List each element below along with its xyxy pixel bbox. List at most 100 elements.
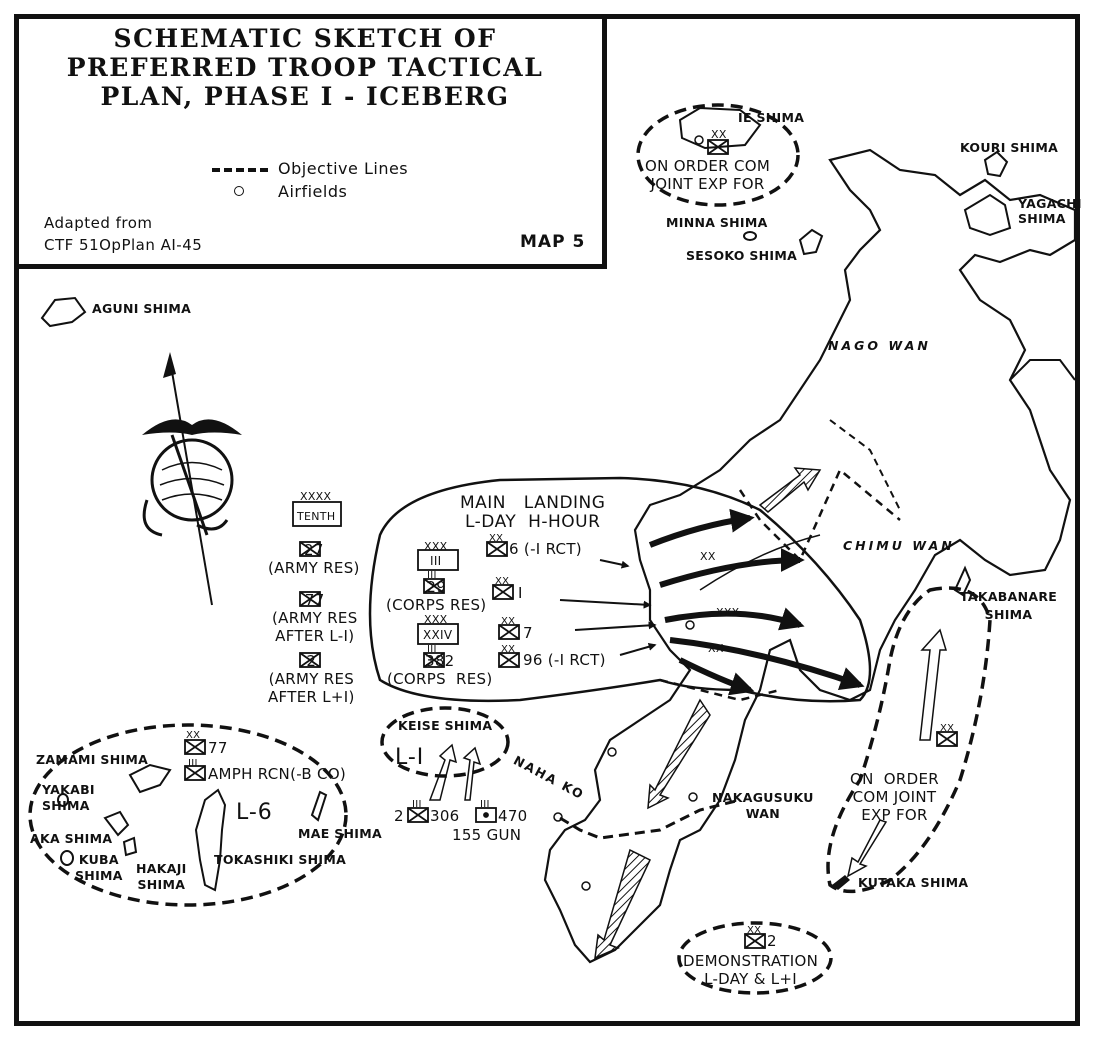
div77-label: 77 (ARMY RES AFTER L-I) xyxy=(272,591,358,645)
div382-label: 382 (CORPS RES) xyxy=(387,652,493,688)
map-number: MAP 5 xyxy=(520,232,586,252)
div6-label: 6 (-I RCT) xyxy=(509,540,582,558)
corps-xxiv-label: XXIV xyxy=(423,628,453,642)
naha-objective-line xyxy=(559,798,741,840)
label-yakabi-shima: YAKABI SHIMA xyxy=(42,782,95,813)
legend-airfield-icon xyxy=(234,186,244,196)
arrow-label-xx-north: XX xyxy=(700,550,716,563)
art-470-label: 470 xyxy=(498,807,528,825)
kouri-shima-island xyxy=(983,150,1009,178)
yakabi-shima-island xyxy=(57,793,69,807)
airfield xyxy=(553,812,563,822)
art-306-echelon: III xyxy=(412,799,422,810)
east-division-echelon: XX xyxy=(940,723,955,734)
sesoko-shima-island xyxy=(798,228,824,256)
landing-arrows xyxy=(559,508,865,696)
label-nakagusuku-wan: NAKAGUSUKU WAN xyxy=(712,790,814,821)
amph-rcn-label: AMPH RCN(-B CO) xyxy=(208,765,347,783)
north-advance-arrow xyxy=(758,467,822,513)
label-minna-shima: MINNA SHIMA xyxy=(666,215,768,230)
airfield xyxy=(581,881,591,891)
label-kutaka-shima: KUTAKA SHIMA xyxy=(858,875,969,890)
label-chimu-wan: CHIMU WAN xyxy=(843,538,955,553)
map-title: SCHEMATIC SKETCH OF PREFERRED TROOP TACT… xyxy=(66,24,544,111)
div1-echelon: XX xyxy=(495,576,510,587)
label-kouri-shima: KOURI SHIMA xyxy=(960,140,1059,155)
main-landing-objective-line xyxy=(368,476,872,703)
label-tokashiki-shima: TOKASHIKI SHIMA xyxy=(214,852,347,867)
demo-division-echelon: XX xyxy=(747,925,762,936)
usmc-emblem xyxy=(142,419,242,537)
div77-l6-echelon: XX xyxy=(186,730,201,741)
div7-label: 7 xyxy=(523,624,533,642)
tenth-army-echelon: XXXX xyxy=(300,490,332,503)
airfield-ie xyxy=(694,135,704,145)
unit-symbols xyxy=(184,139,958,949)
label-hakaji-shima: HAKAJI SHIMA xyxy=(136,861,187,892)
northern-coast xyxy=(1009,359,1076,381)
east-on-order-label: ON ORDER COM JOINT EXP FOR xyxy=(850,770,939,824)
div29-label: 29 (CORPS RES) xyxy=(386,578,487,614)
div2-label: 2 (ARMY RES AFTER L+I) xyxy=(268,652,355,706)
map-frame xyxy=(14,14,1080,1026)
takabanare-shima-island xyxy=(953,565,972,597)
label-keise-shima: KEISE SHIMA xyxy=(398,718,493,733)
tenth-army-label: TENTH xyxy=(297,510,336,523)
div77-l6-label: 77 xyxy=(208,739,228,757)
kuba-shima-island xyxy=(60,850,74,866)
ie-objective-line xyxy=(636,103,800,207)
div7-echelon: XX xyxy=(501,616,516,627)
l1-objective-line xyxy=(380,706,510,778)
source-note: Adapted from CTF 51OpPlan AI-45 xyxy=(44,214,203,254)
demonstration-label: DEMONSTRATION L-DAY & L+I xyxy=(683,952,819,988)
ie-on-order-label: ON ORDER COM JOINT EXP FOR xyxy=(645,157,771,193)
yagachi-shima-island xyxy=(963,193,1012,237)
airfield xyxy=(685,620,695,630)
aka-shima-island xyxy=(103,810,130,837)
label-takabanare-shima: TAKABANARE SHIMA xyxy=(960,589,1058,622)
arrow-label-xx-south: XX xyxy=(708,642,724,655)
southern-drive-arrow xyxy=(594,848,651,960)
label-sesoko-shima: SESOKO SHIMA xyxy=(686,248,798,263)
label-ie-shima: IE SHIMA xyxy=(738,110,805,125)
amph-rcn-echelon: III xyxy=(188,758,198,769)
div27-label: 27 (ARMY RES) xyxy=(268,541,360,577)
label-zamami-shima: ZAMAMI SHIMA xyxy=(36,752,149,767)
okinawa-coastline xyxy=(543,148,1077,964)
art-306-prefix: 2 xyxy=(394,807,404,825)
corps-iii-echelon: XXX xyxy=(424,540,448,553)
legend-airfields: Airfields xyxy=(278,182,348,201)
div1-label: I xyxy=(518,584,523,602)
north-boundary-dashed xyxy=(829,419,901,511)
title-block xyxy=(19,19,607,269)
label-aguni-shima: AGUNI SHIMA xyxy=(92,301,192,316)
label-yagachi-shima: YAGACHI SHIMA xyxy=(1018,196,1082,226)
mae-shima-island xyxy=(310,790,328,822)
label-aka-shima: AKA SHIMA xyxy=(30,831,113,846)
east-objective-line xyxy=(826,586,992,894)
label-l1: L-I xyxy=(395,745,425,770)
east-island-arrow xyxy=(919,628,948,741)
kutaka-shima-island xyxy=(832,875,850,890)
label-l6: L-6 xyxy=(236,800,273,825)
ie-shima-island xyxy=(678,106,762,150)
div96-echelon: XX xyxy=(501,644,516,655)
northern-objective-line xyxy=(738,467,901,563)
label-mae-shima: MAE SHIMA xyxy=(298,826,382,841)
southern-objective-line xyxy=(659,678,781,702)
hakaji-shima-island xyxy=(122,836,138,857)
kutaka-arrow xyxy=(846,819,888,878)
div382-echelon: III xyxy=(427,644,437,655)
corps-iii-label: III xyxy=(430,554,442,568)
label-kuba-shima: KUBA SHIMA xyxy=(75,852,123,883)
l6-objective-line xyxy=(28,723,348,907)
gun-155-label: 155 GUN xyxy=(452,826,522,844)
demo-division-label: 2 xyxy=(767,932,777,950)
zamami-shima-island xyxy=(128,763,172,794)
art-470-echelon: III xyxy=(480,799,490,810)
div6-echelon: XX xyxy=(489,533,504,544)
north-arrow xyxy=(169,359,213,606)
art-306-label: 306 xyxy=(430,807,460,825)
main-landing-label: MAIN LANDING L-DAY H-HOUR xyxy=(460,493,606,532)
